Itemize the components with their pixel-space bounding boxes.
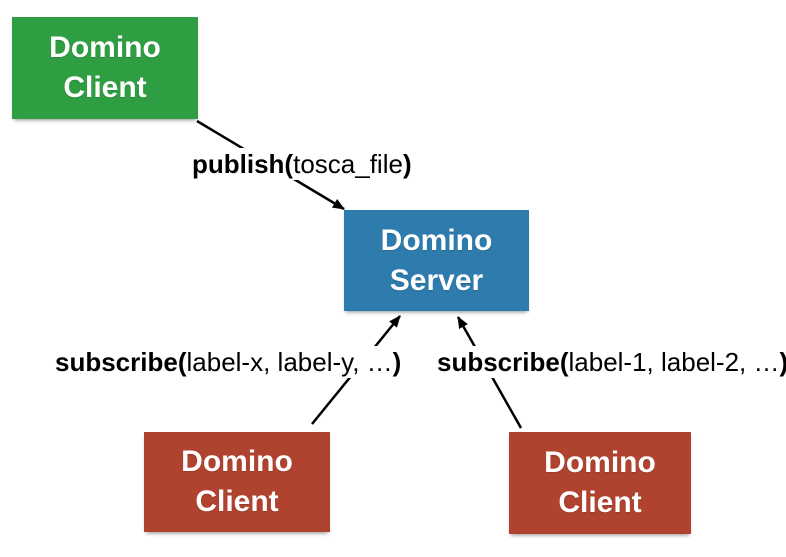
node-domino-server: Domino Server [344,210,529,311]
subscribe-right-call-close: ) [780,347,786,377]
subscribe-left-call-name: subscribe( [55,347,187,377]
subscribe-right-edge-label: subscribe(label-1, label-2, …) [432,346,786,378]
node-domino-client-publisher: Domino Client [12,17,198,119]
publish-call-args: tosca_file [293,149,403,179]
publish-call-name: publish( [192,149,294,179]
node-domino-client-subscriber-right: Domino Client [509,432,691,534]
subscribe-right-call-name: subscribe( [437,347,569,377]
publish-call-close: ) [402,149,412,179]
node-label-line2: Client [195,485,279,518]
node-label-line2: Client [558,486,642,519]
node-label-line1: Domino [544,446,656,479]
subscribe-left-call-args: label-x, label-y, … [186,347,393,377]
subscribe-right-call-args: label-1, label-2, … [568,347,780,377]
node-label-line2: Client [63,71,147,104]
node-label-line1: Domino [181,445,293,478]
subscribe-left-call-close: ) [392,347,402,377]
node-domino-client-subscriber-left: Domino Client [144,432,330,532]
subscribe-left-edge-label: subscribe(label-x, label-y, …) [50,346,407,378]
publish-edge-label: publish(tosca_file) [187,148,417,180]
node-label-line2: Server [389,263,484,297]
node-label-line1: Domino [380,223,493,257]
node-label-line1: Domino [49,31,161,64]
